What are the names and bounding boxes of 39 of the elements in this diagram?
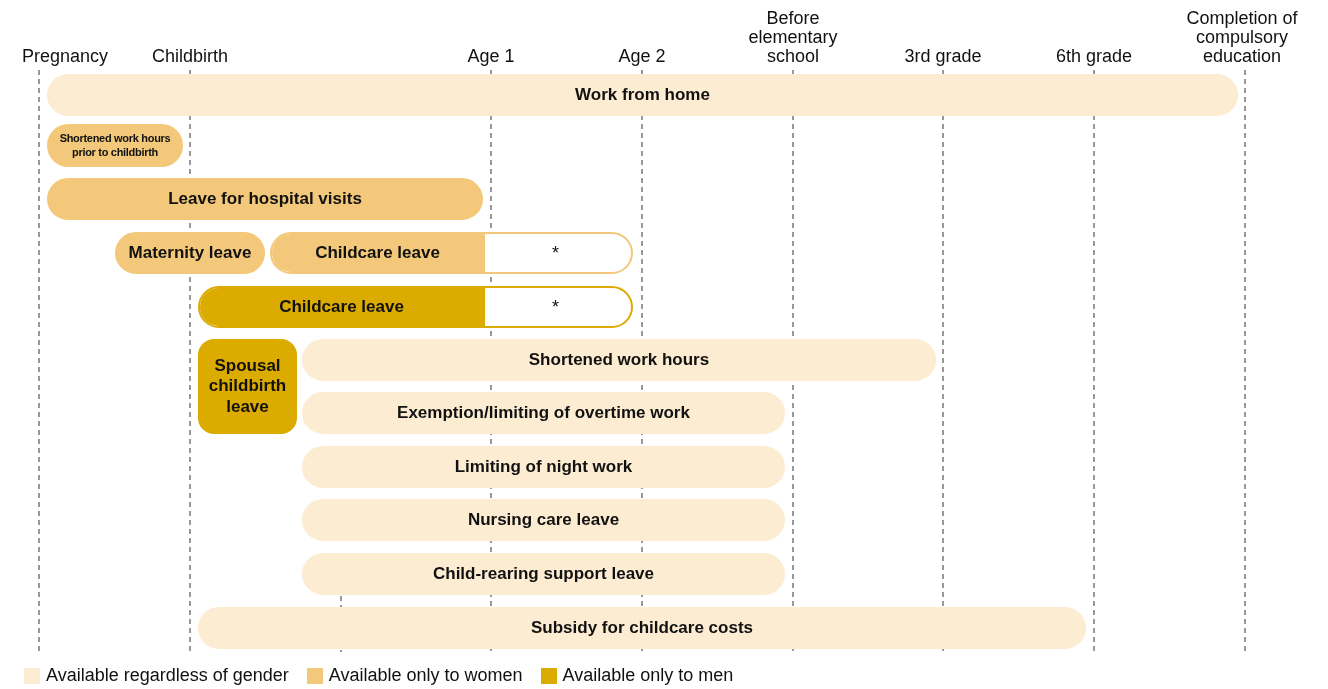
legend-label: Available regardless of gender <box>46 665 289 686</box>
bar-label: Childcare leave <box>314 242 441 264</box>
timeline-label: Before elementary school <box>747 9 839 66</box>
period-bar <box>47 178 483 220</box>
bar-label: Childcare leave <box>278 296 405 318</box>
bar-label: Subsidy for childcare costs <box>530 617 754 639</box>
timeline-label: Completion of compulsory education <box>1185 9 1299 66</box>
footnote-mark: * <box>552 242 559 264</box>
bar-label: Work from home <box>574 84 711 106</box>
period-bar <box>115 232 265 274</box>
timeline-label: 6th grade <box>1054 47 1134 66</box>
bar-label: Child-rearing support leave <box>431 563 655 585</box>
period-bar <box>198 286 633 328</box>
period-bar <box>302 392 785 434</box>
bar-label: Nursing care leave <box>466 509 621 531</box>
bar-label: Shortened work hours prior to childbirth <box>58 132 172 159</box>
period-bar <box>47 74 1238 116</box>
legend-label: Available only to men <box>562 665 734 686</box>
bar-label: Spousal childbirth leave <box>207 355 288 418</box>
footnote-mark: * <box>552 296 559 318</box>
period-bar <box>302 446 785 488</box>
period-bar <box>198 339 297 434</box>
timeline-label: 3rd grade <box>903 47 983 66</box>
bar-label: Exemption/limiting of overtime work <box>396 402 691 424</box>
timeline-label: Pregnancy <box>20 47 110 66</box>
bar-label: Leave for hospital visits <box>167 188 363 210</box>
period-bar <box>270 232 633 274</box>
period-bar <box>47 124 183 167</box>
period-bar <box>302 339 936 381</box>
bar-label: Shortened work hours <box>527 349 711 371</box>
period-bar <box>198 607 1086 649</box>
legend-label: Available only to women <box>328 665 523 686</box>
timeline-label: Childbirth <box>150 47 229 66</box>
bar-label: Limiting of night work <box>453 456 634 478</box>
period-bar <box>302 499 785 541</box>
timeline-label: Age 1 <box>466 47 516 66</box>
timeline-label: Age 2 <box>617 47 667 66</box>
bar-label: Maternity leave <box>127 242 253 264</box>
period-bar <box>302 553 785 595</box>
